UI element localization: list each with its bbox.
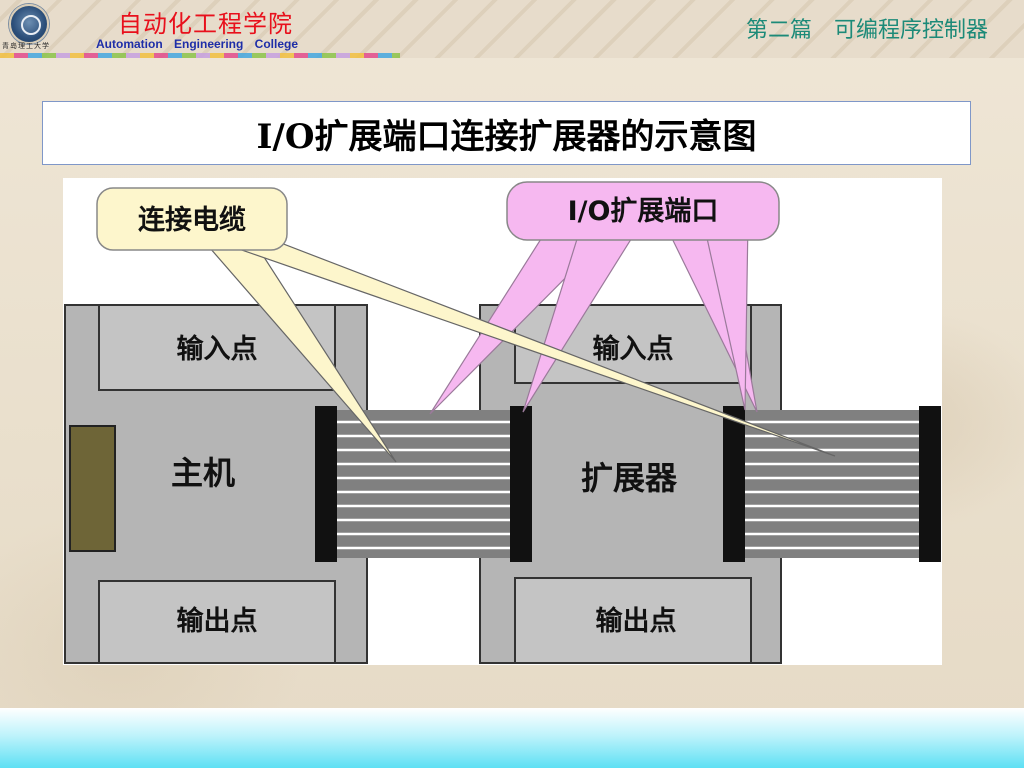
connection-cable-1 <box>333 410 514 558</box>
cable-2-wire-lines <box>745 420 921 550</box>
cable-1-wire-lines <box>333 420 514 550</box>
expander-left-io-port <box>510 406 532 562</box>
main-unit-input-label: 输入点 <box>177 333 258 365</box>
main-unit-io-port <box>315 406 337 562</box>
university-name: 青岛理工大学 <box>2 42 50 50</box>
main-unit-output-label: 输出点 <box>177 605 258 637</box>
port-callout-pointers <box>429 219 758 415</box>
university-logo-icon <box>9 4 49 44</box>
college-name-en: Automation Engineering College <box>96 37 299 51</box>
expander-label: 扩展器 <box>581 459 678 497</box>
main-unit-output-panel <box>98 580 336 664</box>
expander-output-panel <box>514 577 752 664</box>
diagram-canvas: I/O扩展端口 连接电缆 输入点 主机 输出点 输入点 扩展器 输出点 <box>64 181 941 664</box>
chapter-title: 第二篇 可编程序控制器 <box>745 18 988 43</box>
cable-2-end-connector <box>919 406 941 562</box>
main-unit-terminal-block <box>69 425 116 552</box>
io-expansion-diagram: I/O扩展端口 连接电缆 输入点 主机 输出点 输入点 扩展器 输出点 <box>63 178 942 665</box>
slide-title-box: I/O扩展端口连接扩展器的示意图 <box>42 101 971 165</box>
cable-callout-bubble <box>96 187 288 251</box>
slide-header: 青岛理工大学 自动化工程学院 Automation Engineering Co… <box>0 0 1024 58</box>
port-callout-label: I/O扩展端口 <box>568 196 719 227</box>
header-color-bar <box>0 53 400 58</box>
slide-title: I/O扩展端口连接扩展器的示意图 <box>256 116 757 157</box>
college-name-cn: 自动化工程学院 <box>118 10 293 38</box>
main-unit-label: 主机 <box>171 454 235 492</box>
expander-output-label: 输出点 <box>596 605 677 637</box>
bottom-gradient-strip <box>0 708 1024 768</box>
cable-callout-label: 连接电缆 <box>138 204 246 236</box>
expander-right-io-port <box>723 406 745 562</box>
port-callout-bubble <box>506 181 780 241</box>
expander-input-label: 输入点 <box>593 333 674 365</box>
